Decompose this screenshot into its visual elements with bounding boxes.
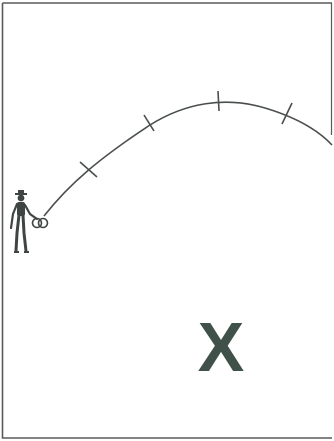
trajectory-arc — [44, 102, 332, 216]
target-x-mark: X — [198, 308, 245, 386]
reel-icon — [33, 219, 48, 228]
arc-tick — [218, 91, 219, 111]
frame-border — [3, 3, 333, 438]
